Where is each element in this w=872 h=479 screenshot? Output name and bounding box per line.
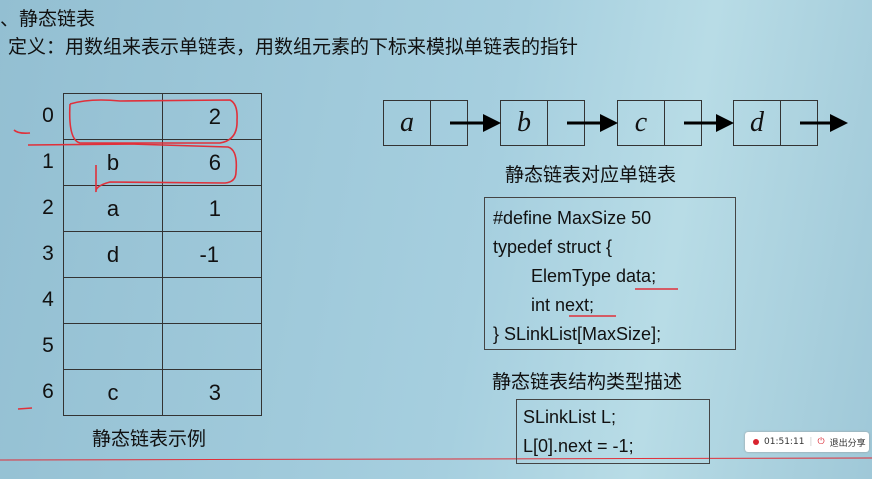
- code-line: ElemType data;: [531, 266, 657, 286]
- stop-sharing-button[interactable]: 退出分享: [829, 438, 866, 449]
- underline-0: [13, 129, 31, 134]
- index-label: 4: [42, 288, 54, 311]
- index-label: 1: [42, 150, 54, 173]
- code-line: int next;: [531, 295, 595, 315]
- data-cell: d: [63, 231, 163, 278]
- data-cell: a: [63, 185, 163, 232]
- index-label: 6: [42, 380, 54, 403]
- node-data: d: [734, 101, 781, 145]
- linked-list-caption: 静态链表对应单链表: [505, 164, 677, 186]
- struct-caption: 静态链表结构类型描述: [492, 371, 683, 393]
- next-cell: 3: [162, 369, 262, 416]
- recording-time: 01:51:11: [764, 437, 805, 447]
- index-label: 2: [42, 196, 54, 219]
- table-row: d-1: [63, 231, 262, 278]
- code-line: SLinkList L;: [523, 407, 617, 427]
- data-cell: b: [63, 139, 163, 186]
- node-data: b: [501, 101, 548, 145]
- next-cell: [162, 277, 262, 324]
- table-row: [63, 323, 262, 370]
- node-data: c: [618, 101, 665, 145]
- node-data: a: [384, 101, 431, 145]
- code-line: typedef struct {: [493, 237, 613, 257]
- index-label: 3: [42, 242, 54, 265]
- index-label: 0: [42, 104, 54, 127]
- highlight-row0: [68, 99, 238, 144]
- struct-code-box: #define MaxSize 50 typedef struct { Elem…: [484, 197, 736, 350]
- code-line: } SLinkList[MaxSize];: [493, 324, 662, 344]
- code-line: L[0].next = -1;: [523, 436, 634, 456]
- data-cell: c: [63, 369, 163, 416]
- next-cell: -1: [162, 231, 262, 278]
- recording-badge: 01:51:11 | ⏻ 退出分享: [745, 432, 869, 452]
- definition-text: 定义：用数组来表示单链表，用数组元素的下标来模拟单链表的指针: [8, 36, 579, 58]
- table-caption: 静态链表示例: [92, 428, 207, 450]
- next-cell: [162, 323, 262, 370]
- code-line: #define MaxSize 50: [493, 208, 652, 228]
- init-code-box: SLinkList L; L[0].next = -1;: [516, 399, 710, 464]
- index-label: 5: [42, 334, 54, 357]
- recording-dot-icon: [753, 439, 759, 445]
- slide-heading: 、静态链表: [0, 8, 96, 30]
- red-annotations: [0, 99, 872, 461]
- next-cell: 6: [162, 139, 262, 186]
- power-icon[interactable]: ⏻: [817, 437, 825, 447]
- underline-6: [17, 407, 33, 410]
